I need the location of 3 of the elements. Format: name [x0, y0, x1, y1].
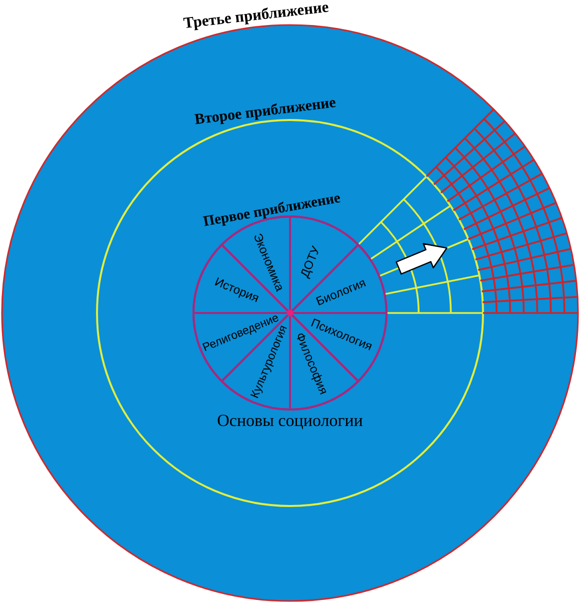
circle-caption: Основы социологии	[218, 414, 362, 430]
circle-heading: Второе приближение	[194, 100, 336, 124]
circle-heading: Третье приближение	[183, 4, 328, 30]
